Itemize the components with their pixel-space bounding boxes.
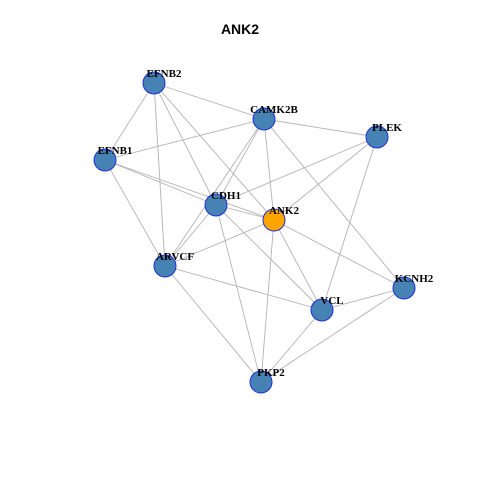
- edge-ank2-pkp2: [260, 219, 275, 383]
- edge-camk2b-plek: [263, 118, 378, 138]
- node-label-vcl: VCL: [320, 295, 343, 307]
- edge-arvcf-vcl: [164, 265, 323, 311]
- node-plek: [365, 125, 389, 149]
- edge-efnb2-camk2b: [153, 82, 265, 120]
- node-label-cdh1: CDH1: [211, 190, 241, 202]
- edge-efnb1-arvcf: [104, 159, 166, 267]
- edge-vcl-pkp2: [260, 309, 323, 383]
- node-label-ank2: ANK2: [269, 205, 299, 217]
- edge-plek-cdh1: [215, 136, 378, 206]
- node-ank2: [262, 208, 286, 232]
- node-efnb1: [93, 148, 117, 172]
- edge-cdh1-arvcf: [164, 204, 217, 267]
- edge-camk2b-arvcf: [164, 118, 265, 267]
- edge-efnb2-cdh1: [153, 82, 217, 206]
- edge-kcnh2-pkp2: [260, 287, 405, 383]
- edge-ank2-kcnh2: [273, 219, 405, 289]
- edge-camk2b-cdh1: [215, 118, 265, 206]
- edge-plek-vcl: [321, 136, 378, 311]
- edge-plek-ank2: [273, 136, 378, 221]
- edge-efnb2-efnb1: [104, 82, 155, 161]
- edges-layer: [104, 82, 405, 383]
- node-label-kcnh2: KCNH2: [395, 273, 434, 285]
- node-camk2b: [252, 107, 276, 131]
- node-arvcf: [153, 254, 177, 278]
- node-vcl: [310, 298, 334, 322]
- edge-efnb1-cdh1: [104, 159, 217, 206]
- node-efnb2: [142, 71, 166, 95]
- node-cdh1: [204, 193, 228, 217]
- edge-efnb2-ank2: [153, 82, 275, 221]
- node-label-efnb2: EFNB2: [147, 68, 182, 80]
- edge-ank2-arvcf: [164, 219, 275, 267]
- edge-camk2b-ank2: [263, 118, 275, 221]
- node-label-arvcf: ARVCF: [156, 251, 194, 263]
- node-kcnh2: [392, 276, 416, 300]
- nodes-layer: [93, 71, 416, 394]
- edge-camk2b-efnb1: [104, 118, 265, 161]
- edge-camk2b-kcnh2: [263, 118, 405, 289]
- edge-efnb1-ank2: [104, 159, 275, 221]
- node-pkp2: [249, 370, 273, 394]
- node-label-camk2b: CAMK2B: [250, 104, 298, 116]
- edge-efnb2-arvcf: [153, 82, 166, 267]
- node-label-efnb1: EFNB1: [98, 145, 133, 157]
- edge-ank2-vcl: [273, 219, 323, 311]
- edge-kcnh2-vcl: [321, 287, 405, 311]
- node-label-pkp2: PKP2: [257, 367, 285, 379]
- edge-arvcf-pkp2: [164, 265, 262, 383]
- chart-title: ANK2: [220, 21, 260, 37]
- edge-cdh1-vcl: [215, 204, 323, 311]
- edge-cdh1-pkp2: [215, 204, 262, 383]
- node-label-plek: PLEK: [372, 122, 402, 134]
